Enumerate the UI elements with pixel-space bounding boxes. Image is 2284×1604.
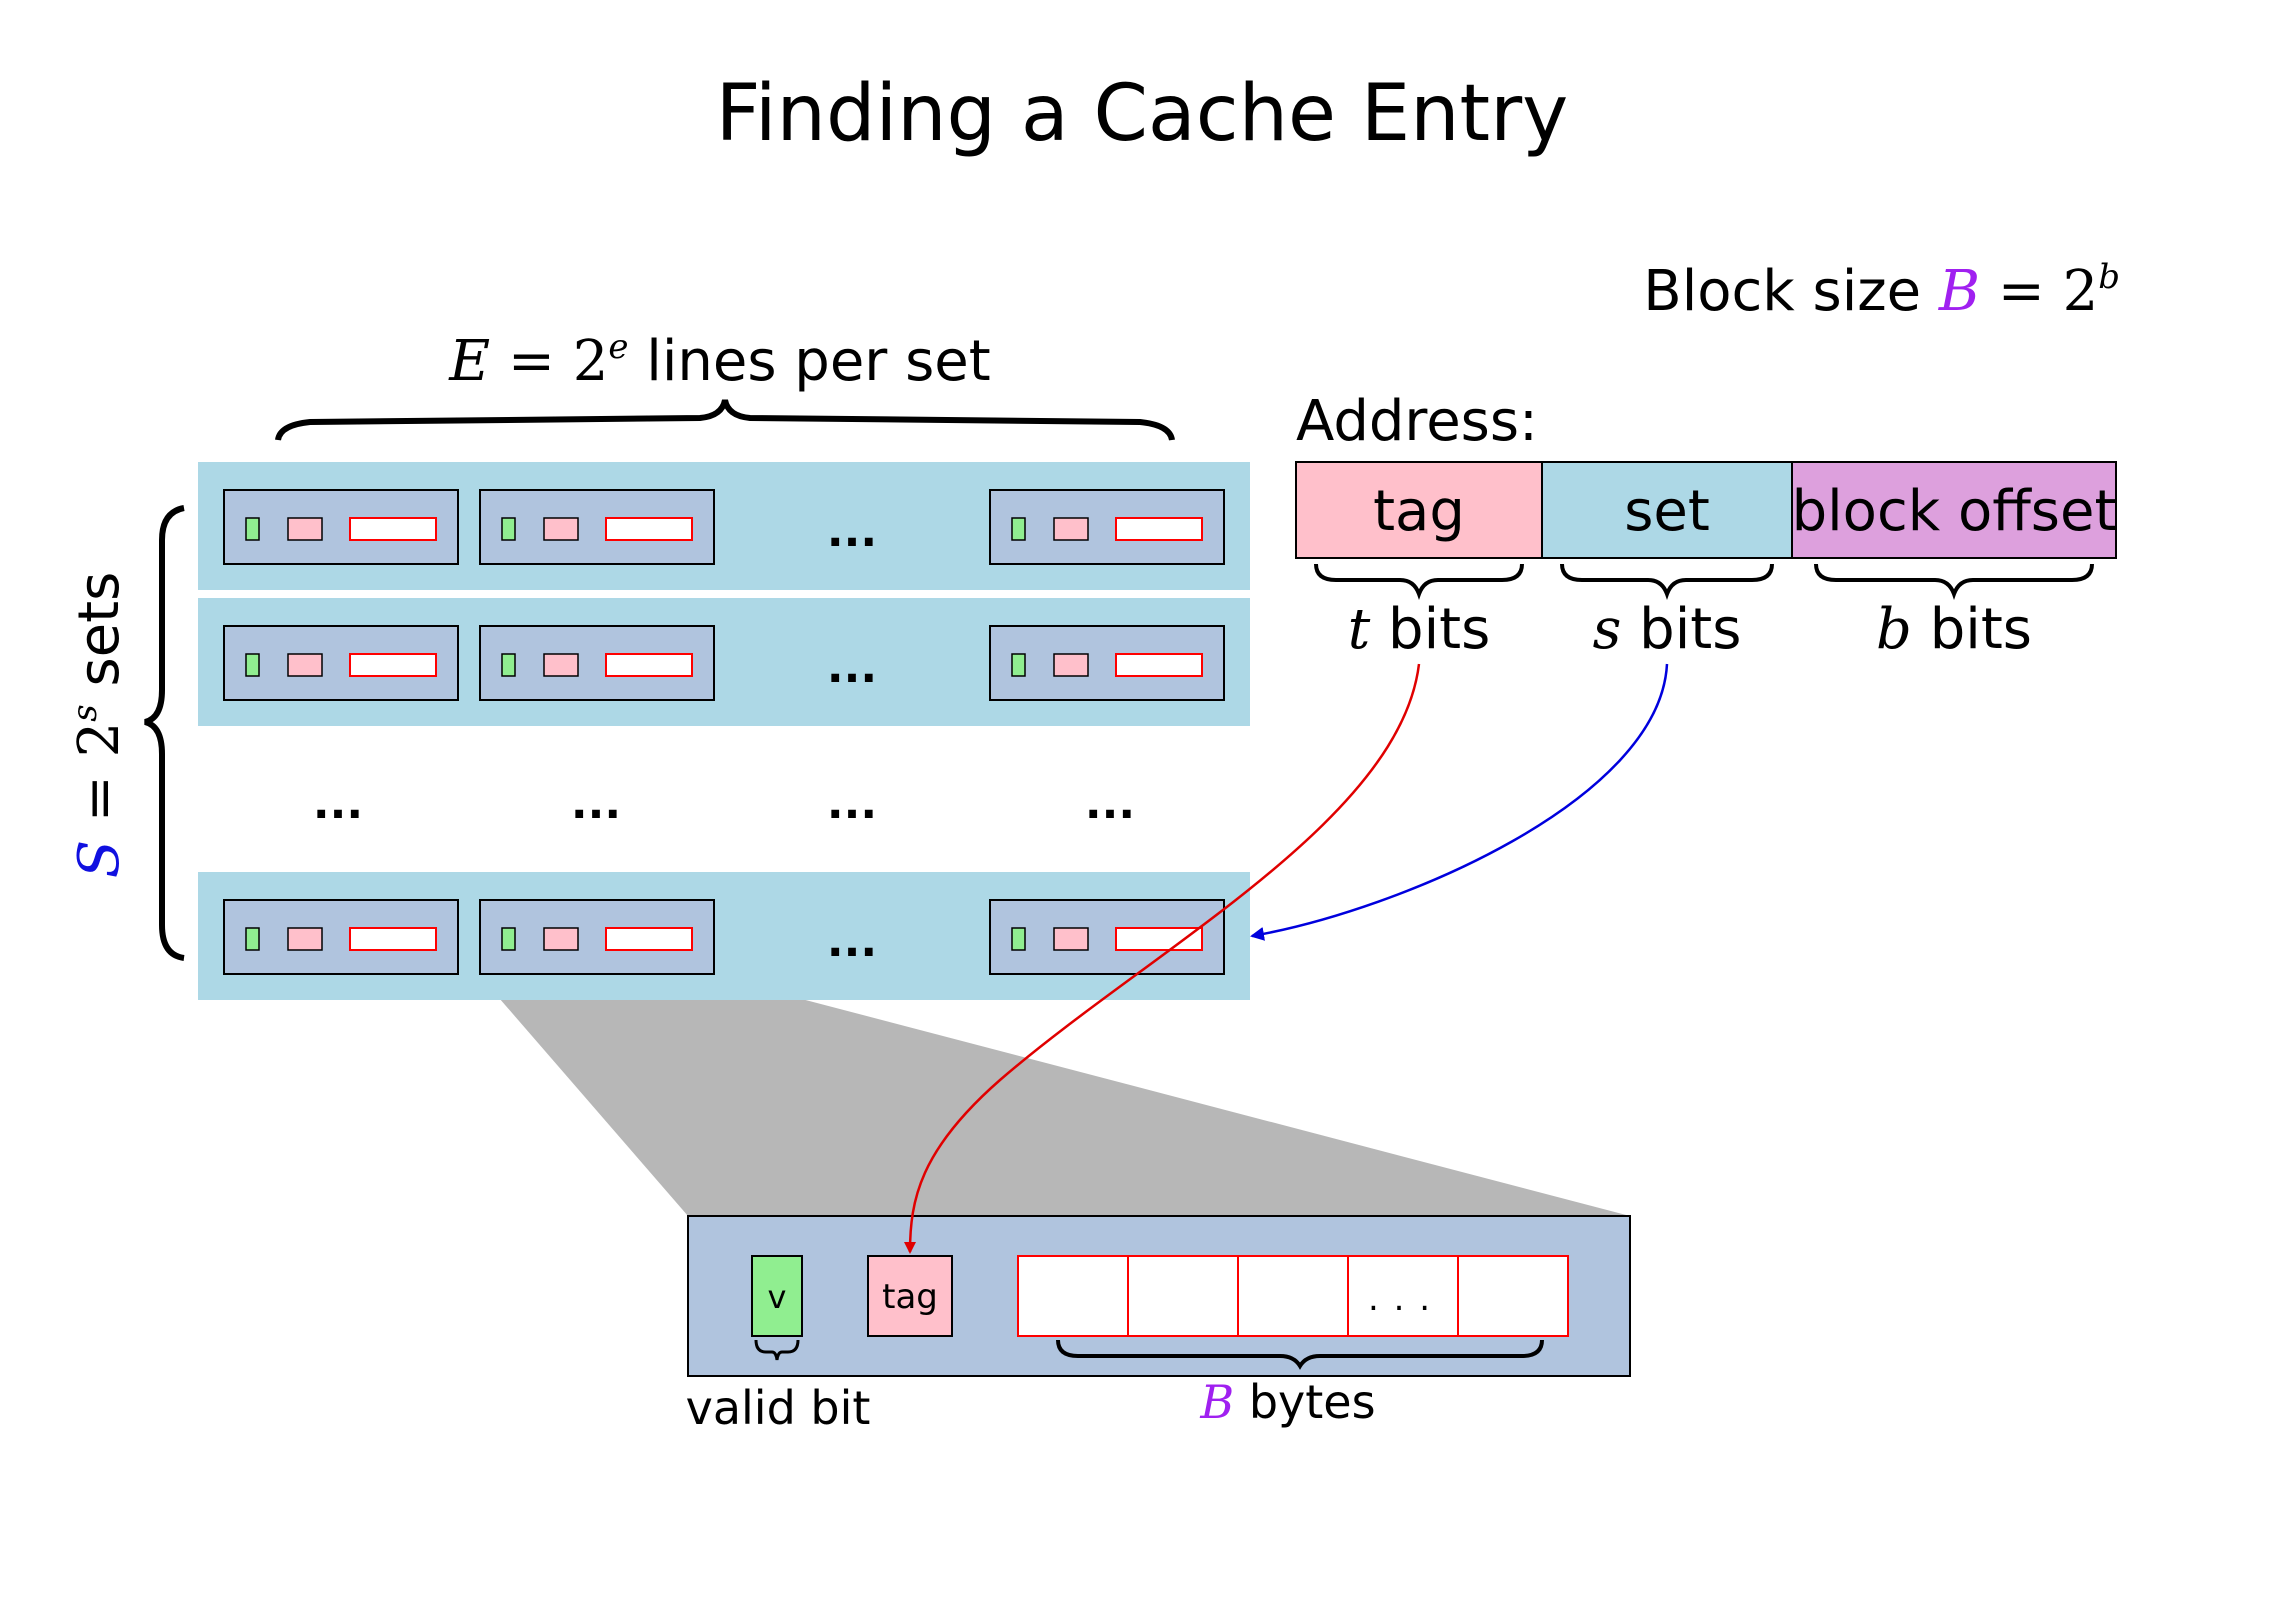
address-tag-field <box>1295 461 1543 559</box>
data-block <box>349 927 437 951</box>
zoom-shade <box>480 976 1630 1216</box>
tag-field <box>543 653 579 677</box>
data-block <box>1115 927 1203 951</box>
detail-tag-text: tag <box>882 1277 938 1317</box>
set-row: ... <box>198 872 1250 1000</box>
sets-brace <box>144 505 185 961</box>
block-size-label: Block size B = 2b <box>1643 257 2120 324</box>
detail-bytes <box>1017 1255 1569 1337</box>
bytes-label: B bytes <box>1199 1375 1375 1429</box>
tag-bits-brace <box>1314 563 1524 600</box>
tag-field <box>287 517 323 541</box>
detail-valid-box <box>751 1255 803 1337</box>
byte-cell <box>1457 1255 1569 1337</box>
valid-bit <box>1011 653 1026 677</box>
tag-field <box>287 653 323 677</box>
tag-field <box>1053 653 1089 677</box>
data-block <box>1115 653 1203 677</box>
tag-field <box>543 927 579 951</box>
valid-bit <box>1011 927 1026 951</box>
set-row: ... <box>198 598 1250 726</box>
set-bits-brace <box>1560 563 1774 600</box>
tag-field <box>543 517 579 541</box>
cache-line <box>223 899 459 975</box>
byte-cell <box>1017 1255 1129 1337</box>
set-ellipsis: ... <box>313 778 363 829</box>
block-bits-label: b bits <box>1876 597 2032 662</box>
cache-line <box>479 625 715 701</box>
set-bits-label: s bits <box>1593 597 1742 662</box>
data-block <box>349 653 437 677</box>
cache-line <box>479 899 715 975</box>
byte-cell <box>1237 1255 1349 1337</box>
address-set-text: set <box>1624 479 1710 544</box>
valid-bit-brace <box>754 1339 800 1361</box>
page-title: Finding a Cache Entry <box>716 69 1569 159</box>
cache-line <box>223 625 459 701</box>
valid-bit <box>245 653 260 677</box>
valid-bit <box>245 927 260 951</box>
line-ellipsis: ... <box>827 642 877 693</box>
address-block-offset-field <box>1791 461 2117 559</box>
valid-bit <box>501 927 516 951</box>
valid-bit-label: valid bit <box>686 1381 871 1435</box>
byte-cell <box>1347 1255 1459 1337</box>
line-ellipsis: ... <box>827 916 877 967</box>
cache-line <box>223 489 459 565</box>
tag-bits-label: t bits <box>1348 597 1491 662</box>
sets-label: S = 2s sets <box>65 572 132 879</box>
tag-field <box>1053 517 1089 541</box>
valid-bit <box>501 517 516 541</box>
tag-arrow <box>904 663 1421 1254</box>
data-block <box>605 653 693 677</box>
address-tag-text: tag <box>1373 479 1465 544</box>
set-ellipsis: ... <box>827 778 877 829</box>
svg-text:S = 2s sets: S = 2s sets <box>65 572 132 879</box>
byte-cell <box>1127 1255 1239 1337</box>
set-row: ... <box>198 462 1250 590</box>
cache-line <box>989 625 1225 701</box>
valid-bit <box>245 517 260 541</box>
set-ellipsis: ... <box>571 778 621 829</box>
bytes-brace <box>1056 1339 1544 1370</box>
detail-tag-box <box>867 1255 953 1337</box>
set-arrow <box>1250 663 1669 941</box>
valid-bit <box>1011 517 1026 541</box>
detail-bytes-ellipsis: . . . <box>1368 1279 1432 1319</box>
data-block <box>349 517 437 541</box>
lines-brace <box>275 399 1175 441</box>
tag-field <box>287 927 323 951</box>
address: Address: tag set block offset t bits s b… <box>1295 389 2117 662</box>
data-block <box>605 927 693 951</box>
lines-per-set-label: E = 2e lines per set <box>448 327 990 394</box>
set-ellipsis: ... <box>1085 778 1135 829</box>
cache-line <box>989 489 1225 565</box>
block-bits-brace <box>1814 563 2094 600</box>
address-label: Address: <box>1296 389 1538 454</box>
cache-line <box>479 489 715 565</box>
data-block <box>605 517 693 541</box>
address-block-offset-text: block offset <box>1792 479 2117 544</box>
detail-line: v tag . . . valid bit B bytes <box>686 1215 1631 1435</box>
valid-bit <box>501 653 516 677</box>
data-block <box>1115 517 1203 541</box>
cache-grid: ..................... <box>198 462 1250 1000</box>
line-ellipsis: ... <box>827 506 877 557</box>
detail-valid-text: v <box>768 1278 787 1316</box>
cache-line <box>989 899 1225 975</box>
tag-field <box>1053 927 1089 951</box>
